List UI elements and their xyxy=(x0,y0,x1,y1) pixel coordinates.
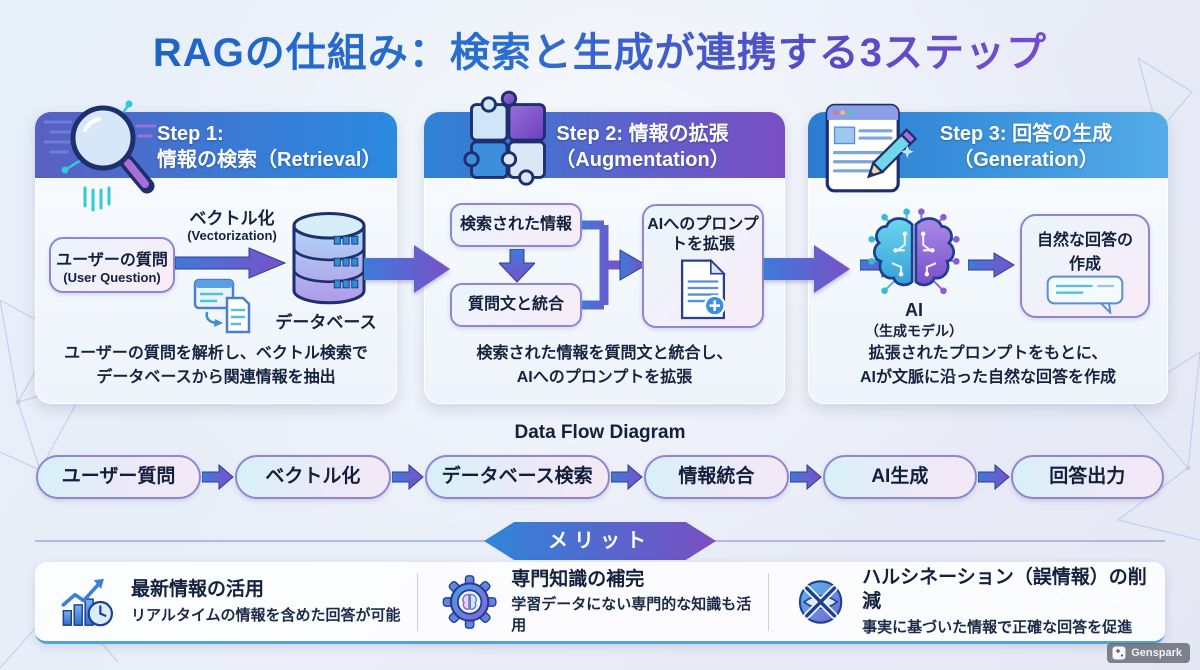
page-title: RAGの仕組み：検索と生成が連携する3ステップ xyxy=(0,20,1200,78)
to-answer-arrow-icon xyxy=(968,252,1015,278)
ai-model-label: AI （生成モデル） xyxy=(846,300,982,341)
step1-card: Step 1: 情報の検索（Retrieval） ベクトル化 ( xyxy=(35,100,397,404)
expand-prompt-node: AIへのプロンプ トを拡張 xyxy=(642,204,764,328)
flow-arrow-icon xyxy=(610,463,643,491)
step2-header-line1: Step 2: 情報の拡張 xyxy=(556,123,729,145)
magnifier-icon xyxy=(43,100,157,212)
ai-brain-icon xyxy=(868,208,960,295)
retrieved-info-text: 検索された情報 xyxy=(459,216,572,233)
step2-to-step3-arrow xyxy=(764,245,850,293)
genspark-watermark-label: Genspark xyxy=(1131,647,1182,659)
merit-text-block: 最新情報の活用 リアルタイムの情報を含めた回答が可能 xyxy=(131,578,401,625)
step1-caption-line1: ユーザーの質問を解析し、ベクトル検索で xyxy=(64,345,368,362)
crossed-eye-icon xyxy=(798,579,843,624)
trend-chart-clock-icon xyxy=(61,578,114,626)
step1-header-line2: 情報の検索（Retrieval） xyxy=(157,149,382,171)
database-icon xyxy=(292,211,366,305)
vectorization-label: ベクトル化 (Vectorization) xyxy=(157,204,307,243)
merge-question-text: 質問文と統合 xyxy=(467,296,564,313)
step3-caption-line1: 拡張されたプロンプトをもとに、 xyxy=(868,345,1108,362)
merge-question-node: 質問文と統合 xyxy=(450,283,582,327)
step3-header-line1: Step 3: 回答の生成 xyxy=(939,123,1113,145)
flow-node-ai-generation: AI生成 xyxy=(823,455,977,499)
merit-desc: 事実に基づいた情報で正確な回答を促進 xyxy=(862,618,1133,636)
merit-text-block: 専門知識の補完 学習データにない専門的な知識も活用 xyxy=(511,568,754,636)
puzzle-icon xyxy=(463,90,546,186)
natural-answer-line1: 自然な回答の xyxy=(1036,232,1133,249)
merit-title: 専門知識の補完 xyxy=(511,568,645,590)
ai-label-text: AI xyxy=(905,300,923,320)
flow-arrow-icon xyxy=(202,463,235,491)
merit-desc: リアルタイムの情報を含めた回答が可能 xyxy=(131,606,401,624)
merit-title: ハルシネーション（誤情報）の削減 xyxy=(862,567,1147,612)
data-flow-title: Data Flow Diagram xyxy=(514,422,686,443)
gear-brain-icon xyxy=(442,574,497,629)
merit-title: 最新情報の活用 xyxy=(131,579,265,601)
merit-text-block: ハルシネーション（誤情報）の削減 事実に基づいた情報で正確な回答を促進 xyxy=(862,566,1151,637)
step1-caption-line2: データベースから関連情報を抽出 xyxy=(96,369,336,386)
data-flow-row: ユーザー質問 ベクトル化 データベース検索 情報統合 AI生成 回答出力 xyxy=(36,454,1164,500)
step3-caption: 拡張されたプロンプトをもとに、 AIが文脈に沿った自然な回答を作成 xyxy=(814,342,1162,390)
user-question-node: ユーザーの質問 (User Question) xyxy=(49,237,175,293)
step2-caption-line1: 検索された情報を質問文と統合し、 xyxy=(476,345,733,362)
step1-header-line1: Step 1: xyxy=(157,123,224,145)
merit-item-expert-knowledge: 専門知識の補完 学習データにない専門的な知識も活用 xyxy=(417,569,769,634)
step2-caption: 検索された情報を質問文と統合し、 AIへのプロンプトを拡張 xyxy=(430,342,779,390)
flow-node-answer-output: 回答出力 xyxy=(1010,455,1164,499)
vectorization-label-ja: ベクトル化 xyxy=(189,209,275,228)
merit-item-hallucination-reduction: ハルシネーション（誤情報）の削減 事実に基づいた情報で正確な回答を促進 xyxy=(769,567,1165,636)
merit-item-latest-info: 最新情報の活用 リアルタイムの情報を含めた回答が可能 xyxy=(35,573,417,631)
speech-bubble-icon xyxy=(1046,275,1124,316)
vectorization-label-en: (Vectorization) xyxy=(187,228,277,243)
expand-prompt-text-line1: AIへのプロンプ xyxy=(647,216,759,233)
natural-answer-node: 自然な回答の 作成 xyxy=(1020,214,1150,318)
document-pencil-icon xyxy=(825,103,918,193)
step2-caption-line2: AIへのプロンプトを拡張 xyxy=(516,369,693,386)
flow-node-info-merge: 情報統合 xyxy=(643,455,790,499)
ai-sublabel-text: （生成モデル） xyxy=(865,323,963,339)
down-arrow-icon xyxy=(499,249,535,283)
step1-to-step2-arrow xyxy=(364,245,450,293)
retrieved-info-node: 検索された情報 xyxy=(450,203,582,247)
step1-caption: ユーザーの質問を解析し、ベクトル検索で データベースから関連情報を抽出 xyxy=(41,342,391,390)
step3-caption-line2: AIが文脈に沿った自然な回答を作成 xyxy=(859,369,1116,386)
genspark-watermark[interactable]: Genspark xyxy=(1107,643,1190,663)
vectorization-arrow-icon xyxy=(175,247,287,279)
genspark-logo-icon xyxy=(1112,646,1126,660)
natural-answer-line2: 作成 xyxy=(1068,256,1101,273)
flow-arrow-icon xyxy=(391,463,424,491)
expand-prompt-text-line2: トを拡張 xyxy=(670,236,735,253)
database-label: データベース xyxy=(275,313,377,332)
step2-card: Step 2: 情報の拡張 （Augmentation） 検索された情報 xyxy=(424,90,785,404)
user-question-text-ja: ユーザーの質問 xyxy=(56,252,168,269)
documents-transform-icon xyxy=(193,278,251,334)
flow-arrow-icon xyxy=(977,463,1010,491)
step3-card: Step 3: 回答の生成 （Generation） xyxy=(808,103,1168,404)
flow-node-database-search: データベース検索 xyxy=(424,455,610,499)
flow-arrow-icon xyxy=(790,463,822,491)
user-question-text-en: (User Question) xyxy=(63,270,161,285)
step3-header-line2: （Generation） xyxy=(953,149,1099,171)
merit-banner: メリット xyxy=(484,522,716,560)
merit-desc: 学習データにない専門的な知識も活用 xyxy=(511,596,752,635)
step2-header-line2: （Augmentation） xyxy=(555,149,730,171)
flow-node-user-question: ユーザー質問 xyxy=(36,455,202,499)
document-plus-icon xyxy=(680,258,726,320)
flow-node-vectorization: ベクトル化 xyxy=(235,455,391,499)
merge-connector-arrow xyxy=(582,220,648,310)
merit-panel: 最新情報の活用 リアルタイムの情報を含めた回答が可能 xyxy=(35,562,1165,644)
